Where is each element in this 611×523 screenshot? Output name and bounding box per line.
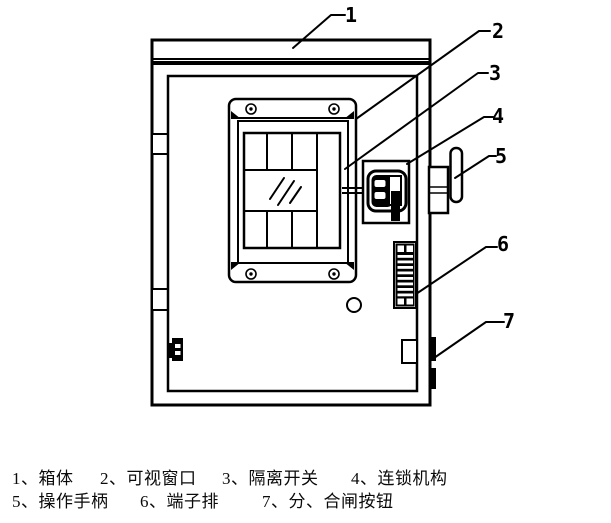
- callout-leader-lines: [292, 14, 505, 359]
- legend-item-3: 3、隔离开关: [222, 469, 319, 488]
- legend-item-7: 7、分、合闸按钮: [262, 492, 394, 511]
- callout-3: 3: [489, 61, 502, 85]
- leader-4: [406, 116, 494, 165]
- callout-6: 6: [497, 232, 510, 256]
- legend-item-5: 5、操作手柄: [12, 492, 109, 511]
- leader-1: [292, 14, 346, 49]
- interlock-mechanism: [361, 159, 411, 225]
- terminal-block: [393, 241, 417, 309]
- leader-7: [433, 321, 505, 359]
- callout-1: 1: [345, 3, 358, 27]
- legend-item-1: 1、箱体: [12, 469, 74, 488]
- operating-handle: [427, 146, 464, 215]
- leader-2: [355, 30, 491, 120]
- legend-item-4: 4、连锁机构: [351, 469, 448, 488]
- leader-3: [344, 72, 489, 170]
- hinge-bottom: [151, 288, 169, 311]
- door-latch-right: [401, 339, 418, 364]
- leader-5: [454, 155, 497, 179]
- callout-2: 2: [492, 19, 505, 43]
- open-close-buttons: [429, 337, 436, 389]
- legend-item-2: 2、可视窗口: [100, 469, 197, 488]
- lock-hole: [346, 297, 362, 313]
- terminal-strips: [397, 255, 413, 297]
- glass-hatch-marks: [269, 177, 302, 206]
- legend-item-6: 6、端子排: [140, 492, 219, 511]
- hinge-top: [151, 133, 169, 155]
- callout-4: 4: [492, 104, 505, 128]
- callout-5: 5: [495, 144, 508, 168]
- door-latch-left: [168, 338, 183, 361]
- isolation-switch: [242, 131, 342, 250]
- window-screws: [245, 103, 340, 280]
- leader-6: [415, 246, 498, 295]
- close-button: [429, 368, 436, 389]
- open-button: [429, 337, 436, 361]
- callout-7: 7: [503, 309, 516, 333]
